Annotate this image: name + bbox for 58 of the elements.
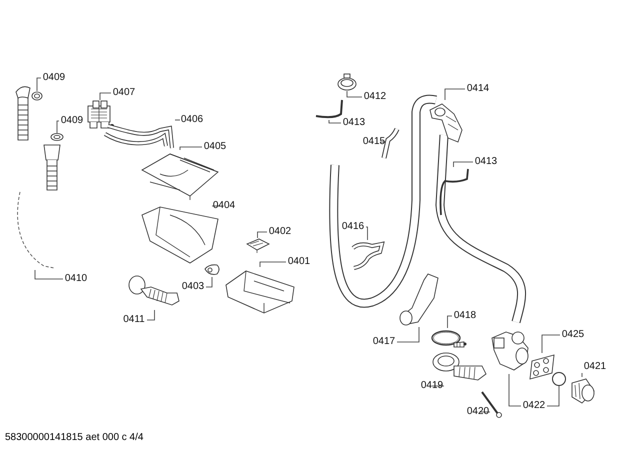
callout-number: 0413	[474, 156, 498, 168]
leader-line	[453, 162, 474, 168]
callout-number: 0414	[466, 83, 490, 95]
callout-number: 0418	[453, 310, 477, 322]
callout-number: 0419	[420, 380, 444, 392]
leader-line	[328, 120, 342, 124]
callout-number: 0409	[60, 115, 84, 127]
callout-number: 0407	[112, 87, 136, 99]
o-ring-drawing	[552, 372, 566, 386]
wire-drawing	[437, 167, 470, 217]
insert-drawing	[245, 238, 270, 253]
leader-line	[396, 326, 420, 342]
wire-drawing	[314, 98, 344, 120]
leader-line	[56, 120, 60, 134]
washer-drawing	[50, 133, 64, 141]
leader-line	[206, 276, 212, 288]
callout-number: 0420	[466, 406, 490, 418]
leader-line	[346, 90, 362, 98]
callout-number: 0416	[341, 221, 365, 233]
siphon-cap-drawing	[203, 263, 221, 277]
callout-number: 0409	[42, 72, 66, 84]
hose-clip-drawing	[350, 240, 385, 270]
leader-line	[180, 146, 202, 150]
callout-number: 0403	[181, 281, 205, 293]
callout-number: 0406	[180, 114, 204, 126]
gasket-set-drawing	[528, 353, 556, 379]
leader-line	[508, 374, 522, 406]
leader-line	[260, 262, 286, 268]
pressure-chamber-drawing	[398, 272, 440, 327]
callout-number: 0411	[122, 314, 146, 326]
leader-line	[100, 92, 112, 100]
washer-ring-drawing	[31, 91, 43, 101]
callout-number: 0421	[583, 361, 607, 373]
leader-line	[546, 386, 560, 406]
callout-number: 0404	[212, 200, 236, 212]
drawing-number: 58300000141815 aet 000 c 4/4	[5, 432, 144, 443]
leader-line	[34, 270, 64, 280]
hose-clamp-drawing	[336, 73, 358, 91]
callout-number: 0402	[268, 226, 292, 238]
dashed-hose-line	[14, 190, 56, 270]
leader-line	[36, 78, 42, 92]
callout-number: 0401	[287, 256, 311, 268]
callout-number: 0422	[522, 400, 546, 412]
leader-line	[444, 88, 466, 100]
callout-number: 0412	[363, 91, 387, 103]
leader-line	[542, 334, 560, 354]
leader-line	[257, 232, 268, 238]
callout-number: 0425	[561, 329, 585, 341]
callout-number: 0417	[372, 336, 396, 348]
callout-number: 0410	[64, 273, 88, 285]
leader-line	[366, 226, 368, 240]
valve-drawing	[85, 100, 115, 130]
leader-line	[146, 310, 155, 320]
clamp-ring-drawing	[430, 328, 465, 348]
callout-number: 0415	[362, 136, 386, 148]
leader-line	[447, 316, 452, 328]
callout-number: 0405	[203, 141, 227, 153]
callout-number: 0413	[342, 117, 366, 129]
